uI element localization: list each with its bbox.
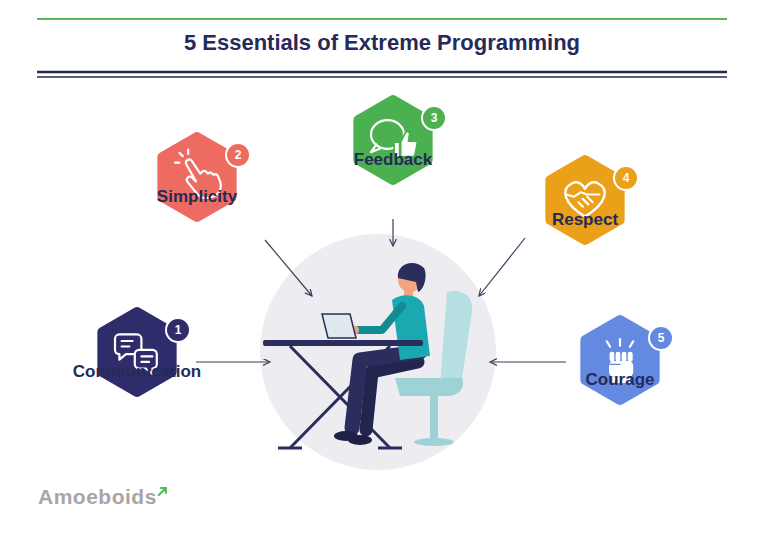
person [334,263,463,445]
laptop [322,314,356,338]
logo-arrow [159,488,166,495]
hexagon-node: Communication [57,306,217,386]
pointer-arrows [479,238,525,296]
desk [378,447,402,450]
icon-part [175,150,188,163]
pointer-arrows [265,240,312,296]
node-label: Courage [540,370,700,390]
icon-part [627,351,633,362]
hexagon-node: Courage [540,314,700,394]
header-rules [37,71,727,74]
chair [440,291,472,389]
callout-number: 1 [165,317,191,343]
icon-part [141,356,152,362]
node-label: Respect [505,210,665,230]
chair [414,438,454,446]
callout-number: 2 [225,142,251,168]
icon-part [122,341,133,347]
icon-part [609,364,620,365]
icon-part [621,351,627,362]
icon-part [578,197,592,207]
center-circle [260,234,496,470]
node-label: Feedback [313,150,473,170]
desk [278,447,302,450]
hexagon-node: Respect [505,154,665,234]
person [358,306,402,330]
node-label: Communication [57,362,217,382]
chair [430,396,438,438]
laptop [322,314,356,338]
desk-top [263,340,423,346]
hexagon-node: Simplicity [117,131,277,211]
hexagon-node: Feedback [313,94,473,174]
header-rules [37,18,727,20]
icon-part [609,351,615,362]
person [398,263,426,292]
pointer-arrows [392,219,393,246]
pointer-arrows [196,219,566,362]
icon-part [607,339,633,347]
pointer-arrows [490,361,566,362]
person [334,431,358,441]
node-label: Simplicity [117,187,277,207]
callout-number: 3 [421,105,447,131]
title: 5 Essentials of Extreme Programming [0,30,764,56]
watermark: Amoeboids [38,485,157,509]
callout-number: 4 [613,165,639,191]
header-rules [37,76,727,78]
callout-number: 5 [648,325,674,351]
person [395,378,463,396]
pointer-arrows [196,361,270,362]
icon-part [566,192,599,196]
icon-part [615,351,621,362]
